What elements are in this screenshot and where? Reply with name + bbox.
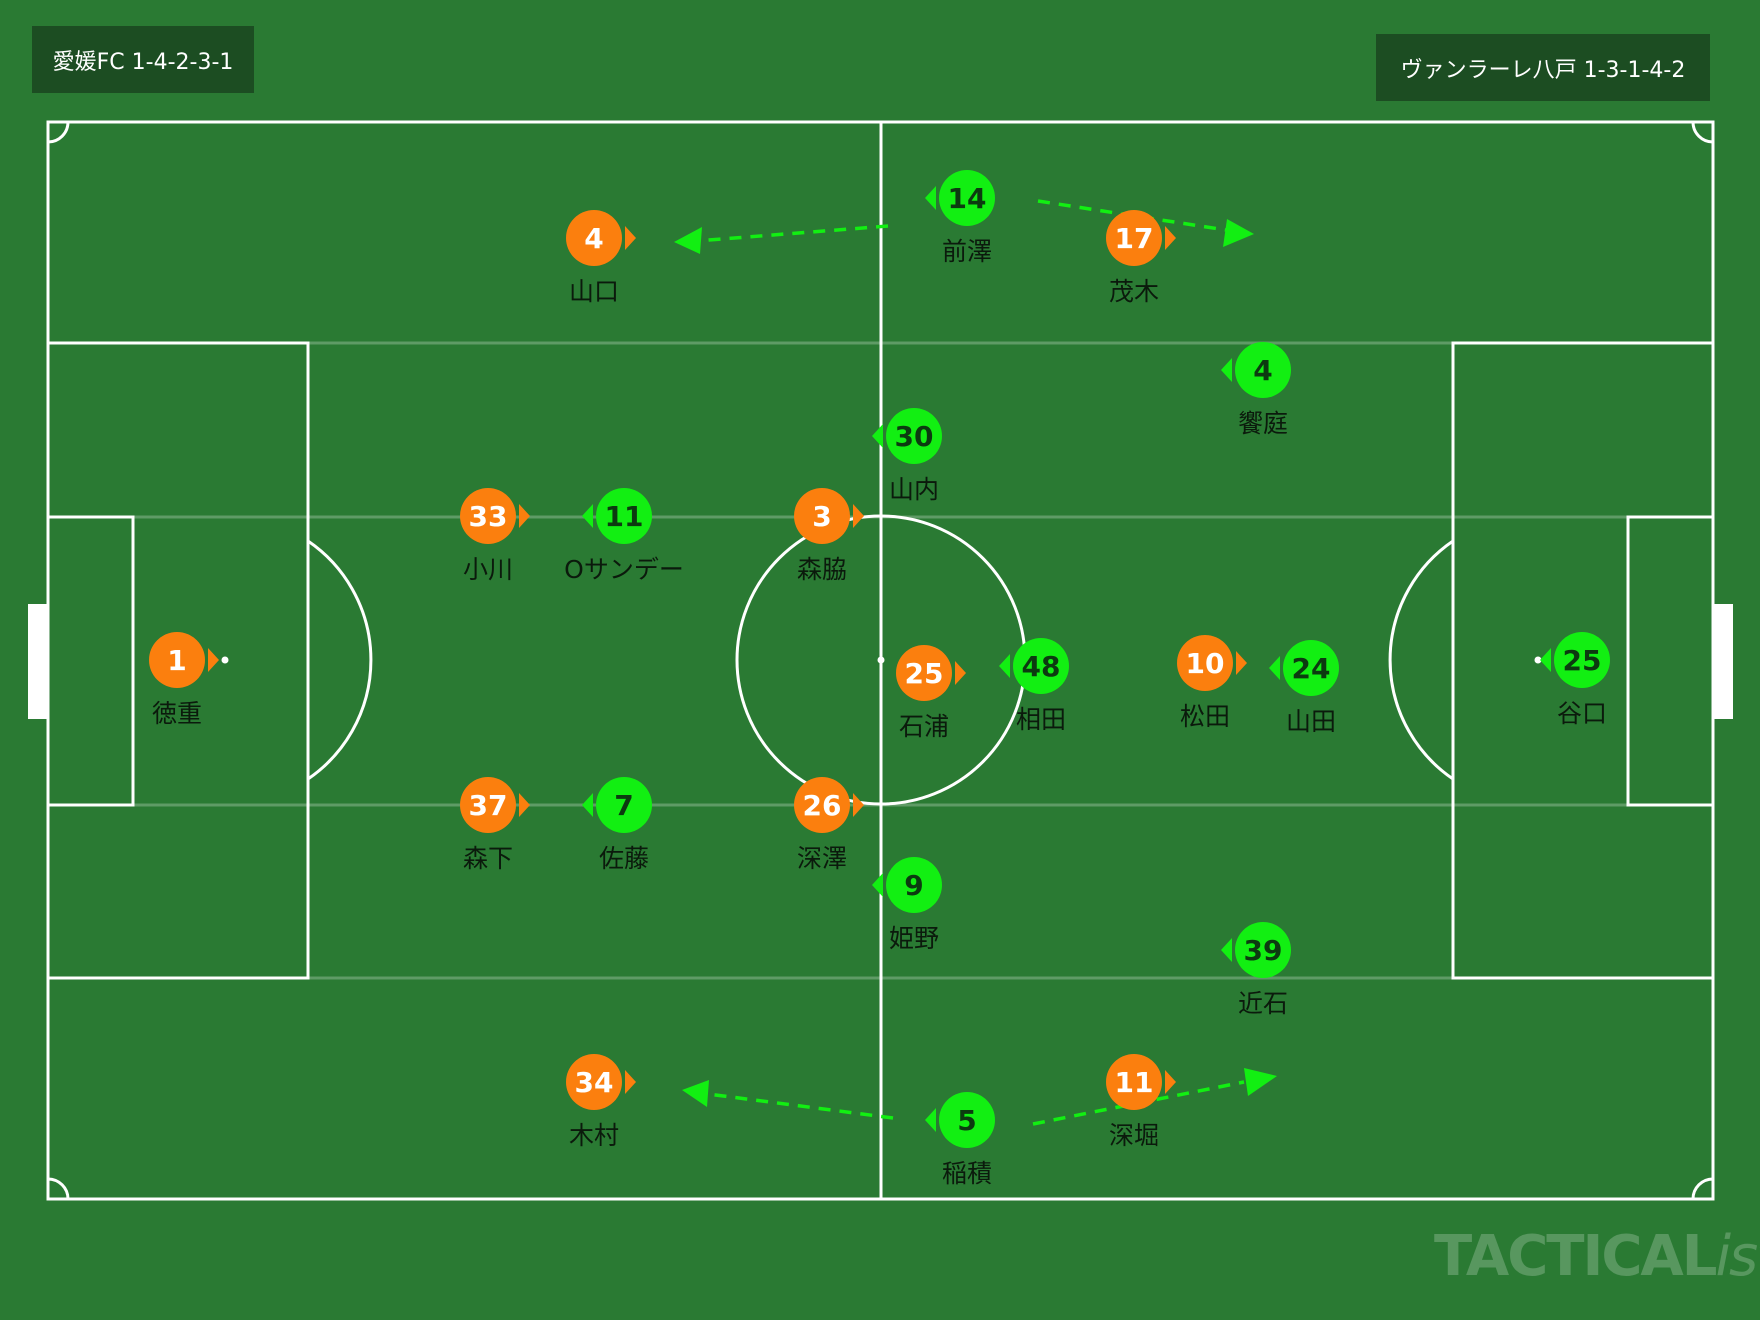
left-penalty-arc [307, 539, 373, 781]
player-name: 谷口 [1556, 699, 1607, 728]
facing-direction-icon [853, 793, 864, 817]
player-number: 9 [886, 857, 942, 913]
corner-arc-bottom-right [1691, 1177, 1714, 1200]
facing-direction-icon [872, 424, 883, 448]
pressing-arrow-line [707, 1092, 894, 1120]
facing-direction-icon [1540, 648, 1551, 672]
right-penalty-arc [1388, 539, 1454, 781]
facing-direction-icon [519, 504, 530, 528]
player-number: 25 [1554, 632, 1610, 688]
player-number: 11 [1106, 1054, 1162, 1110]
player-name: 饗庭 [1237, 409, 1288, 438]
right-goal-area [1626, 515, 1715, 807]
center-spot [877, 656, 885, 664]
ball-marker [1534, 656, 1542, 664]
facing-direction-icon [1236, 651, 1247, 675]
right-goal [1713, 604, 1733, 719]
facing-direction-icon [208, 648, 219, 672]
player-name: 徳重 [151, 699, 202, 728]
player-number: 1 [149, 632, 205, 688]
player-number: 39 [1235, 922, 1291, 978]
facing-direction-icon [853, 504, 864, 528]
away-team-formation-label: ヴァンラーレ八戸 1-3-1-4-2 [1376, 34, 1710, 101]
arrowhead [674, 227, 702, 254]
player-number: 25 [896, 645, 952, 701]
player-number: 4 [1235, 342, 1291, 398]
pressing-arrow-line [695, 224, 889, 243]
player-name: 前澤 [941, 237, 992, 266]
facing-direction-icon [582, 504, 593, 528]
facing-direction-icon [955, 661, 966, 685]
facing-direction-icon [925, 1108, 936, 1132]
player-name: 相田 [1015, 705, 1066, 734]
tacticalista-watermark: TACTICALista [1434, 1224, 1760, 1289]
facing-direction-icon [519, 793, 530, 817]
home-team-formation-label: 愛媛FC 1-4-2-3-1 [32, 26, 254, 93]
facing-direction-icon [872, 873, 883, 897]
arrowhead [1244, 1068, 1277, 1096]
player-name: 深澤 [796, 844, 847, 873]
player-name: 深堀 [1108, 1121, 1159, 1150]
player-number: 10 [1177, 635, 1233, 691]
facing-direction-icon [1165, 1070, 1176, 1094]
facing-direction-icon [582, 793, 593, 817]
player-number: 37 [460, 777, 516, 833]
facing-direction-icon [625, 1070, 636, 1094]
corner-arc-top-right [1691, 121, 1714, 144]
facing-direction-icon [1269, 656, 1280, 680]
player-number: 17 [1106, 210, 1162, 266]
player-name: 山内 [888, 475, 939, 504]
facing-direction-icon [1221, 938, 1232, 962]
facing-direction-icon [625, 226, 636, 250]
player-number: 34 [566, 1054, 622, 1110]
player-number: 14 [939, 170, 995, 226]
facing-direction-icon [999, 654, 1010, 678]
player-name: 森下 [462, 844, 513, 873]
player-name: 木村 [568, 1121, 619, 1150]
facing-direction-icon [1221, 358, 1232, 382]
player-number: 30 [886, 408, 942, 464]
player-name: 姫野 [888, 924, 939, 953]
player-name: 小川 [462, 555, 513, 584]
player-number: 3 [794, 488, 850, 544]
arrowhead [682, 1080, 709, 1107]
player-name: 稲積 [941, 1159, 992, 1188]
facing-direction-icon [925, 186, 936, 210]
player-name: Oサンデー [564, 555, 684, 584]
player-name: 茂木 [1108, 277, 1159, 306]
arrowhead [1223, 219, 1254, 247]
player-number: 7 [596, 777, 652, 833]
player-number: 33 [460, 488, 516, 544]
corner-arc-top-left [47, 121, 70, 144]
left-goal-area [46, 515, 135, 807]
facing-direction-icon [1165, 226, 1176, 250]
player-number: 26 [794, 777, 850, 833]
ball-marker [221, 656, 229, 664]
player-number: 11 [596, 488, 652, 544]
player-number: 48 [1013, 638, 1069, 694]
player-name: 松田 [1179, 702, 1230, 731]
player-name: 石浦 [898, 712, 949, 741]
player-number: 24 [1283, 640, 1339, 696]
player-number: 5 [939, 1092, 995, 1148]
player-name: 山田 [1285, 707, 1336, 736]
player-name: 佐藤 [598, 844, 649, 873]
player-name: 山口 [568, 277, 619, 306]
player-name: 近石 [1237, 989, 1288, 1018]
corner-arc-bottom-left [47, 1177, 70, 1200]
player-name: 森脇 [796, 555, 847, 584]
player-number: 4 [566, 210, 622, 266]
left-goal [28, 604, 48, 719]
